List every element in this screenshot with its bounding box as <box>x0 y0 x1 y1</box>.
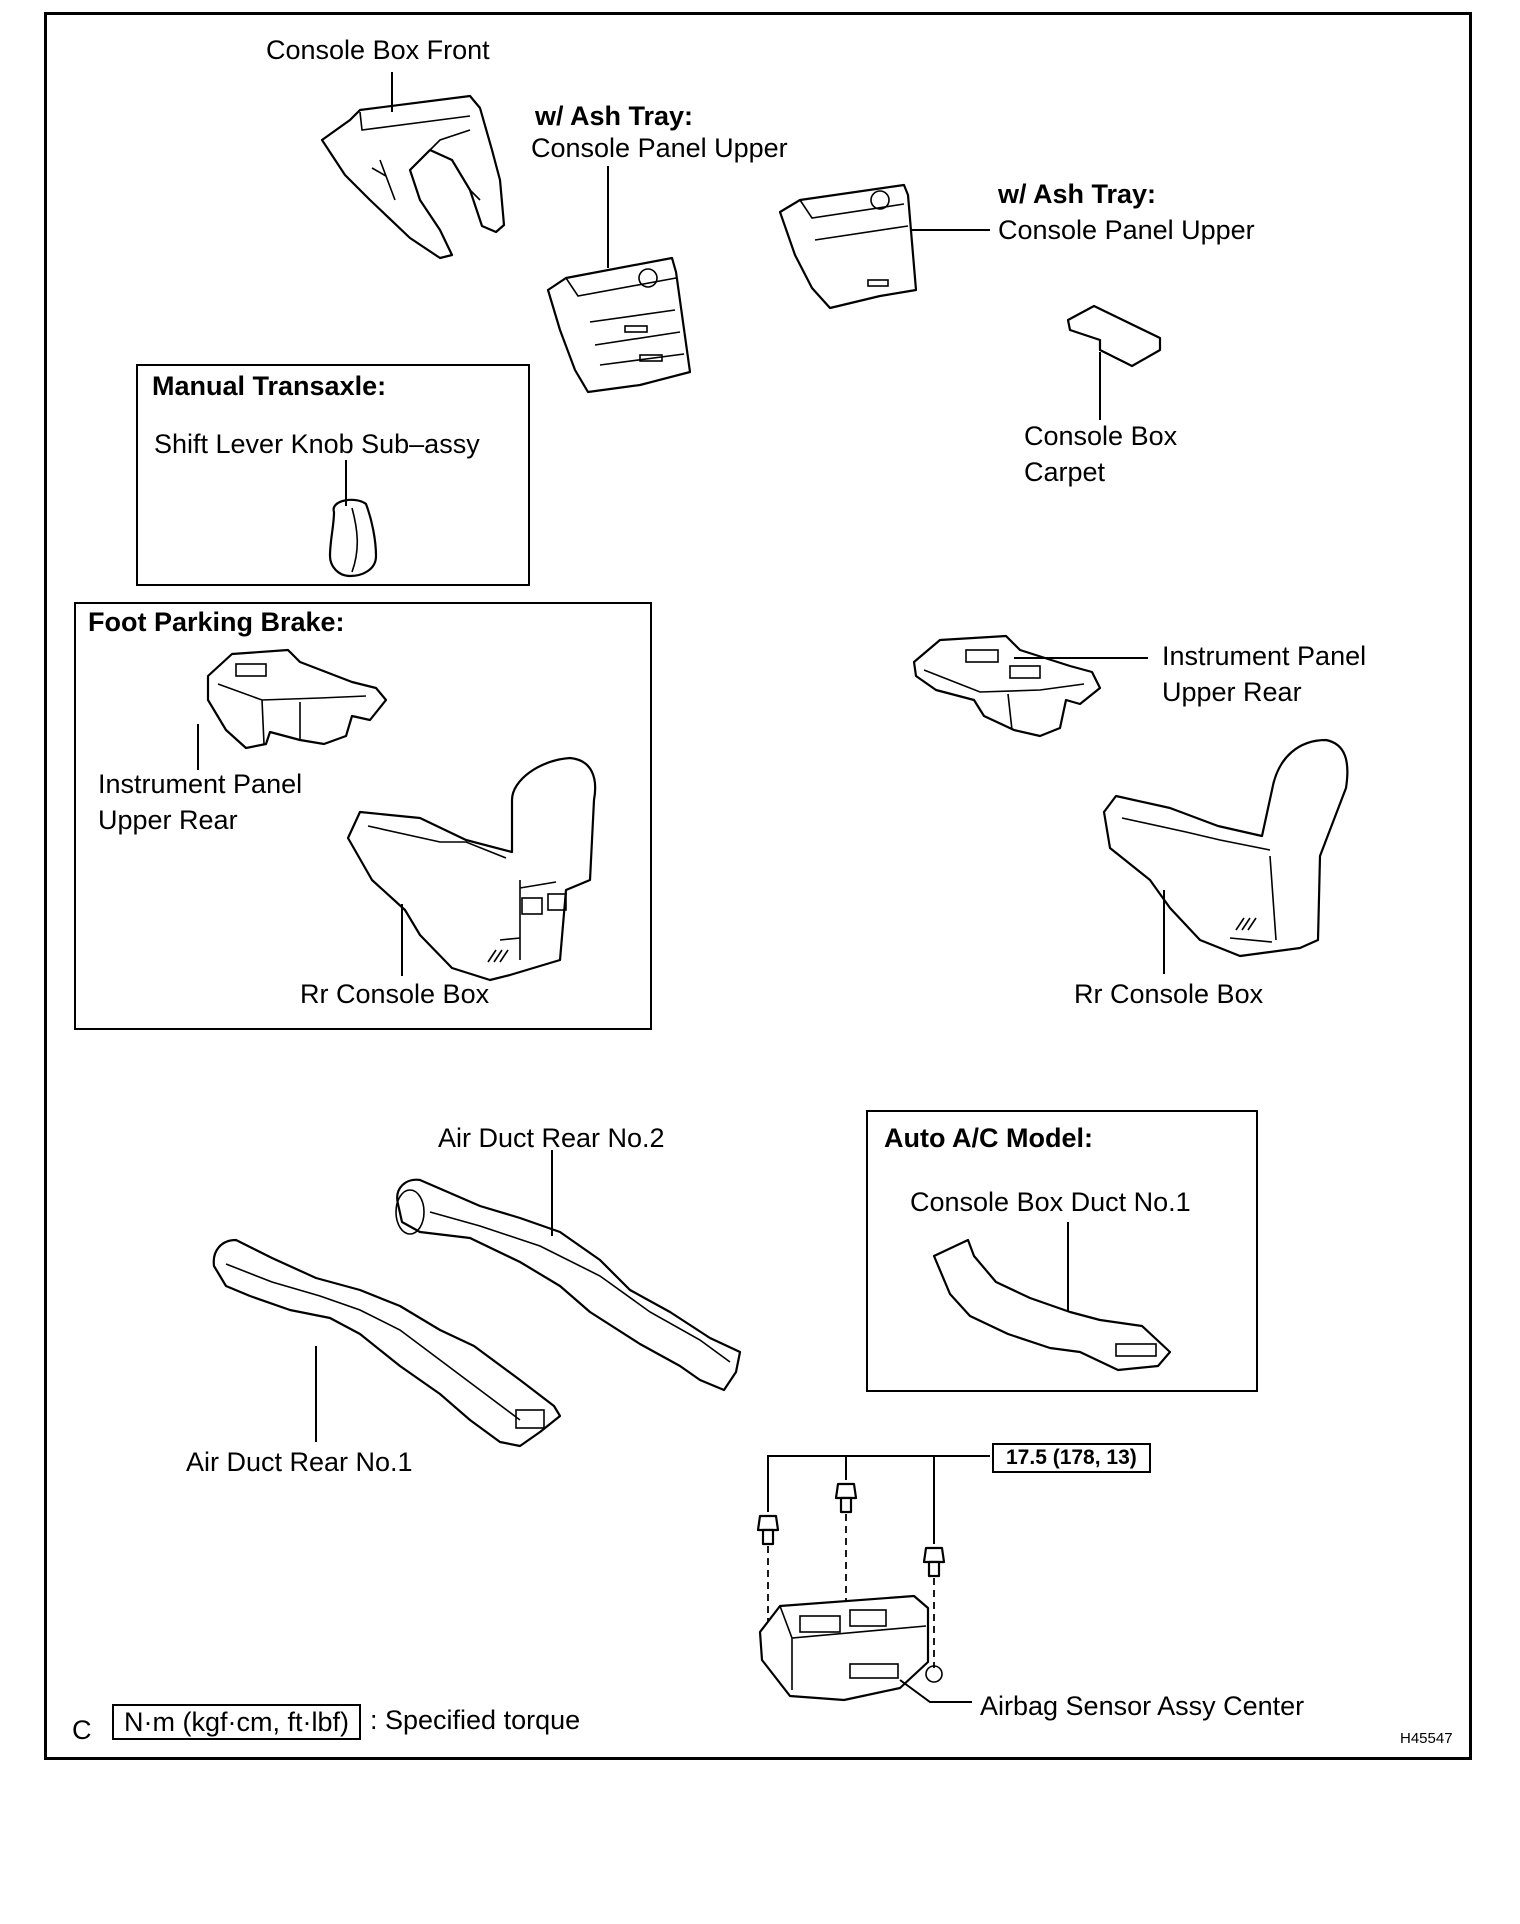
console-panel-upper-left-drawing <box>546 256 692 394</box>
box-foot-parking-brake-title: Foot Parking Brake: <box>88 607 345 637</box>
console-box-carpet-drawing <box>1066 304 1162 368</box>
label-rr-console-right: Rr Console Box <box>1074 979 1264 1009</box>
ipur-right-drawing <box>912 634 1102 738</box>
label-console-box-carpet-line2: Carpet <box>1024 457 1106 487</box>
label-console-box-front: Console Box Front <box>266 35 490 65</box>
label-console-panel-upper-1: Console Panel Upper <box>531 133 788 163</box>
label-rr-console-left: Rr Console Box <box>300 979 490 1009</box>
airbag-sensor-drawing <box>758 1594 943 1702</box>
air-duct-rear-no1-drawing <box>212 1238 562 1448</box>
ipur-left-drawing <box>206 648 388 750</box>
bolt-middle <box>834 1482 858 1514</box>
rr-console-right-drawing <box>1102 738 1349 958</box>
label-ash-tray-2-title: w/ Ash Tray: <box>998 179 1157 209</box>
label-ipur-left-line1: Instrument Panel <box>98 769 303 799</box>
torque-leader-bracket <box>767 1455 990 1544</box>
label-ash-tray-1-title: w/ Ash Tray: <box>535 101 694 131</box>
legend-torque-unit-box: N·m (kgf·cm, ft·lbf) <box>112 1704 361 1740</box>
label-airbag-sensor: Airbag Sensor Assy Center <box>980 1691 1305 1721</box>
box-manual-transaxle <box>136 364 530 586</box>
label-console-box-duct-no1: Console Box Duct No.1 <box>910 1187 1191 1217</box>
console-box-duct-no1-drawing <box>932 1238 1172 1372</box>
console-box-front-drawing <box>320 94 506 260</box>
box-auto-ac-model-title: Auto A/C Model: <box>884 1123 1093 1153</box>
label-air-duct-rear-no2: Air Duct Rear No.2 <box>438 1123 665 1153</box>
bolt-left <box>756 1514 780 1546</box>
bolt-right <box>922 1546 946 1578</box>
label-ipur-left-line2: Upper Rear <box>98 805 238 835</box>
label-console-box-carpet-line1: Console Box <box>1024 421 1178 451</box>
leader-airbag-sensor <box>899 1679 972 1703</box>
diagram-frame <box>44 12 1472 1760</box>
label-air-duct-rear-no1: Air Duct Rear No.1 <box>186 1447 413 1477</box>
box-auto-ac-model <box>866 1110 1258 1392</box>
console-panel-upper-right-drawing <box>778 183 918 310</box>
shift-lever-knob-drawing <box>328 498 378 578</box>
label-ipur-right-line2: Upper Rear <box>1162 677 1302 707</box>
legend-torque-description: : Specified torque <box>370 1705 581 1735</box>
box-foot-parking-brake <box>74 602 652 1030</box>
torque-spec-box: 17.5 (178, 13) <box>992 1443 1151 1473</box>
air-duct-rear-no2-drawing <box>395 1178 742 1392</box>
figure-id: H45547 <box>1400 1730 1453 1747</box>
box-manual-transaxle-title: Manual Transaxle: <box>152 371 387 401</box>
label-shift-lever-knob: Shift Lever Knob Sub–assy <box>154 429 480 459</box>
label-console-panel-upper-2: Console Panel Upper <box>998 215 1255 245</box>
rr-console-left-drawing <box>346 756 597 982</box>
label-ipur-right-line1: Instrument Panel <box>1162 641 1367 671</box>
corner-letter: C <box>72 1715 92 1745</box>
